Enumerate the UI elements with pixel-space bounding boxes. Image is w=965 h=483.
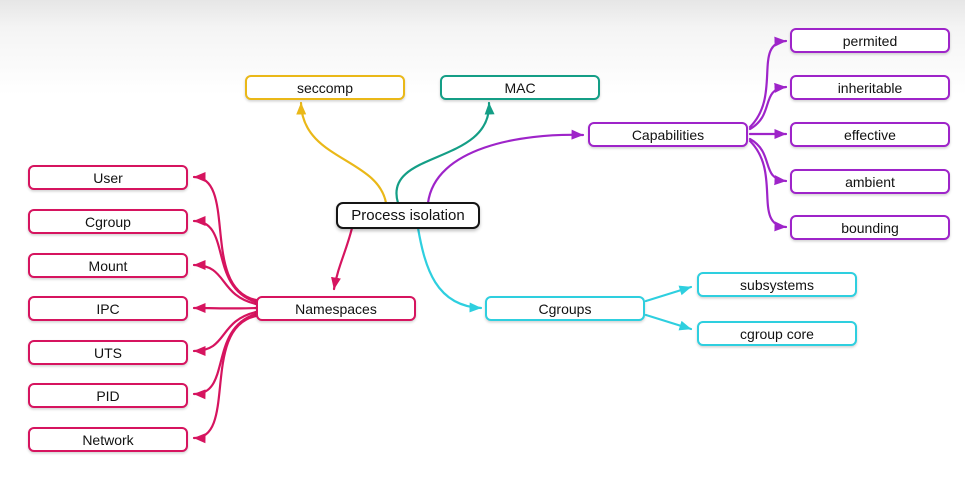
node-pid-label: PID bbox=[96, 387, 120, 404]
node-effective[interactable]: effective bbox=[790, 122, 950, 147]
node-seccomp-label: seccomp bbox=[296, 79, 354, 96]
node-mac[interactable]: MAC bbox=[440, 75, 600, 100]
node-ambient-label: ambient bbox=[845, 173, 895, 190]
node-inheritable-label: inheritable bbox=[837, 79, 903, 96]
edge-namespaces-cgroup bbox=[192, 216, 258, 304]
node-user-label: User bbox=[93, 169, 123, 186]
edge-capabilities-inheritable bbox=[748, 82, 788, 131]
node-capabilities[interactable]: Capabilities bbox=[588, 122, 748, 147]
edge-cgroups-cgroup-core bbox=[644, 313, 693, 331]
node-bounding[interactable]: bounding bbox=[790, 215, 950, 240]
node-uts-label: UTS bbox=[94, 344, 122, 361]
node-inheritable[interactable]: inheritable bbox=[790, 75, 950, 100]
edge-cgroups-subsystems bbox=[644, 285, 693, 303]
edge-root-namespaces bbox=[331, 226, 354, 291]
node-cgroup-core[interactable]: cgroup core bbox=[697, 321, 857, 346]
edge-capabilities-bounding bbox=[748, 139, 788, 232]
edge-namespaces-uts bbox=[192, 310, 258, 356]
node-mount[interactable]: Mount bbox=[28, 253, 188, 278]
node-uts[interactable]: UTS bbox=[28, 340, 188, 365]
edge-namespaces-mount bbox=[192, 260, 258, 306]
node-user[interactable]: User bbox=[28, 165, 188, 190]
node-capabilities-label: Capabilities bbox=[631, 126, 705, 143]
node-network-label: Network bbox=[82, 431, 134, 448]
edge-root-mac bbox=[395, 101, 495, 205]
node-cgroup[interactable]: Cgroup bbox=[28, 209, 188, 234]
node-network[interactable]: Network bbox=[28, 427, 188, 452]
node-pid[interactable]: PID bbox=[28, 383, 188, 408]
edge-root-cgroups bbox=[416, 226, 483, 313]
edge-namespaces-network bbox=[192, 314, 258, 444]
node-mac-label: MAC bbox=[504, 79, 536, 96]
node-cgroup-core-label: cgroup core bbox=[740, 325, 814, 342]
edge-namespaces-user bbox=[192, 172, 258, 302]
edge-capabilities-ambient bbox=[748, 137, 788, 186]
node-ipc-label: IPC bbox=[96, 300, 120, 317]
edge-namespaces-pid bbox=[192, 312, 258, 400]
node-mount-label: Mount bbox=[88, 257, 128, 274]
node-subsystems[interactable]: subsystems bbox=[697, 272, 857, 297]
node-process-isolation[interactable]: Process isolation bbox=[336, 202, 480, 229]
node-bounding-label: bounding bbox=[841, 219, 899, 236]
node-seccomp[interactable]: seccomp bbox=[245, 75, 405, 100]
edge-root-seccomp bbox=[296, 101, 388, 205]
node-process-isolation-label: Process isolation bbox=[351, 207, 465, 224]
node-permited-label: permited bbox=[842, 32, 898, 49]
node-subsystems-label: subsystems bbox=[740, 276, 814, 293]
node-cgroup-label: Cgroup bbox=[85, 213, 131, 230]
edge-root-capabilities bbox=[426, 129, 585, 205]
node-ambient[interactable]: ambient bbox=[790, 169, 950, 194]
node-permited[interactable]: permited bbox=[790, 28, 950, 53]
node-cgroups-label: Cgroups bbox=[538, 300, 592, 317]
node-cgroups[interactable]: Cgroups bbox=[485, 296, 645, 321]
node-effective-label: effective bbox=[844, 126, 896, 143]
node-ipc[interactable]: IPC bbox=[28, 296, 188, 321]
node-namespaces[interactable]: Namespaces bbox=[256, 296, 416, 321]
node-namespaces-label: Namespaces bbox=[295, 300, 377, 317]
edge-capabilities-permited bbox=[748, 36, 788, 129]
